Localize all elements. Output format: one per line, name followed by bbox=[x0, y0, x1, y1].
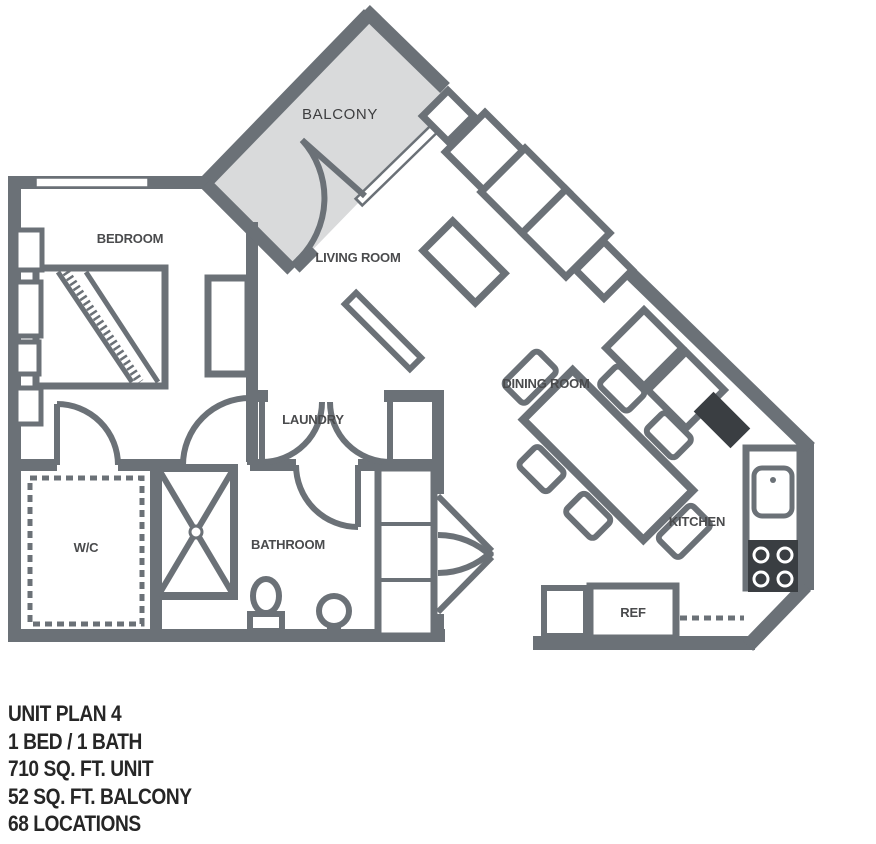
burner bbox=[752, 546, 770, 564]
entry-door-leaf bbox=[435, 493, 495, 554]
sofa-end-table bbox=[570, 236, 638, 304]
coffee-table bbox=[418, 216, 510, 308]
dining-chair bbox=[516, 444, 567, 495]
wall-hall bbox=[8, 459, 57, 471]
entry-door-leaf bbox=[435, 554, 495, 615]
bathroom-label: BATHROOM bbox=[251, 537, 325, 552]
counter-cabinet bbox=[600, 304, 688, 392]
bathroom-door-arc bbox=[293, 464, 359, 530]
stove-burners bbox=[752, 546, 794, 588]
shower-linen bbox=[374, 464, 438, 640]
wall-laundry-top bbox=[384, 390, 444, 402]
burner bbox=[776, 546, 794, 564]
wc-area: W/C bbox=[27, 475, 145, 627]
sink-drain bbox=[770, 477, 776, 483]
doors bbox=[54, 395, 495, 615]
living-room-area: LIVING ROOM bbox=[315, 85, 638, 374]
kitchen-sink bbox=[751, 465, 795, 519]
bedroom-window bbox=[35, 177, 149, 188]
balcony-parapet-left bbox=[198, 9, 375, 189]
bedroom-label: BEDROOM bbox=[97, 231, 164, 246]
wall-laundry-top bbox=[258, 390, 268, 402]
burner bbox=[776, 570, 794, 588]
wc-shelving-dashed bbox=[27, 475, 145, 627]
unit-plan-title: UNIT PLAN 4 bbox=[8, 701, 122, 726]
unit-info: UNIT PLAN 4 1 BED / 1 BATH 710 SQ. FT. U… bbox=[8, 700, 192, 838]
entry-door-arc bbox=[437, 531, 495, 560]
laundry-label: LAUNDRY bbox=[282, 412, 344, 427]
dining-chair bbox=[501, 348, 559, 406]
dining-chair bbox=[655, 502, 713, 560]
dining-table bbox=[517, 364, 699, 546]
balcony-sqft: 52 SQ. FT. BALCONY bbox=[8, 783, 192, 809]
base-cabinet bbox=[541, 585, 589, 639]
sliding-door-glass bbox=[357, 125, 438, 204]
balcony-label: BALCONY bbox=[302, 106, 378, 123]
ref-label: REF bbox=[620, 605, 646, 620]
dining-chair bbox=[563, 490, 614, 541]
toilet-bowl bbox=[250, 576, 282, 616]
unit-locations: 68 LOCATIONS bbox=[8, 811, 141, 836]
bathroom-area: BATHROOM bbox=[247, 464, 438, 640]
sofa-seat bbox=[417, 85, 479, 147]
closet-shelf bbox=[13, 227, 45, 273]
bathroom-sink bbox=[316, 593, 352, 629]
washer-dryer-knob bbox=[188, 524, 204, 540]
unit-sqft: 710 SQ. FT. UNIT bbox=[8, 756, 154, 781]
sofa-sectional bbox=[417, 85, 638, 304]
wc-label: W/C bbox=[74, 540, 99, 555]
sink-tap bbox=[327, 627, 341, 636]
balcony-floor bbox=[207, 13, 458, 268]
dresser bbox=[204, 274, 252, 378]
closet-shelves bbox=[13, 227, 45, 427]
balcony-area: BALCONY bbox=[198, 4, 463, 273]
laundry-door-arc bbox=[261, 401, 325, 465]
bed-fold-line bbox=[83, 270, 161, 384]
balcony-door-arc bbox=[295, 137, 328, 263]
laundry-area: LAUNDRY bbox=[154, 412, 345, 600]
bed-fold-line bbox=[55, 270, 135, 384]
closet-shelf bbox=[13, 339, 42, 377]
balcony-parapet-right bbox=[360, 4, 450, 94]
dining-room-label: DINING ROOM bbox=[502, 376, 589, 391]
dining-area: DINING ROOM bbox=[501, 348, 713, 560]
dining-set bbox=[501, 348, 713, 560]
bedroom-area: BEDROOM bbox=[13, 227, 252, 427]
kitchen-label: KITCHEN bbox=[669, 514, 725, 529]
kitchen-area: REF KITCHEN bbox=[541, 304, 804, 642]
closet-shelf bbox=[13, 279, 44, 339]
living-room-label: LIVING ROOM bbox=[315, 250, 400, 265]
door-arc bbox=[180, 395, 251, 466]
wall-stub bbox=[290, 244, 319, 273]
door-arc bbox=[56, 401, 121, 466]
refrigerator-box bbox=[586, 582, 680, 642]
wall-oven bbox=[693, 391, 751, 449]
burner bbox=[752, 570, 770, 588]
wall-corner-cut bbox=[742, 581, 812, 651]
laundry-door-arc bbox=[327, 401, 391, 465]
wall-bedroom-balcony bbox=[201, 179, 297, 275]
bed bbox=[32, 264, 169, 390]
tv-console bbox=[340, 288, 426, 374]
bed-hatch bbox=[62, 269, 144, 385]
unit-bed-bath: 1 BED / 1 BATH bbox=[8, 728, 142, 754]
toilet-tank bbox=[247, 611, 285, 634]
closet-shelf bbox=[13, 385, 44, 427]
